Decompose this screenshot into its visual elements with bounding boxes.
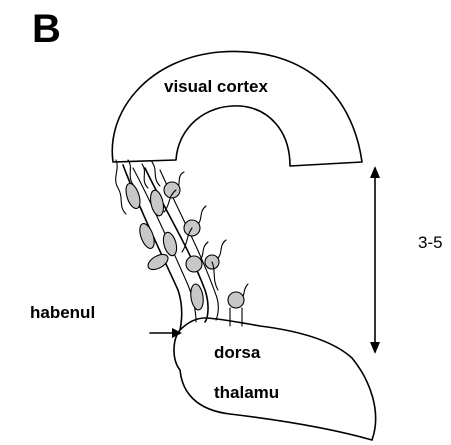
fiber-wavy <box>152 162 160 186</box>
migrating-cell <box>145 251 170 272</box>
dorsal-label: dorsa <box>214 343 261 362</box>
scale-label: 3-5 <box>418 233 443 252</box>
migrating-cell <box>137 222 157 251</box>
round-cell <box>186 256 202 272</box>
scale-bar-bottom-arrow <box>370 342 380 354</box>
habenula-label: habenul <box>30 303 95 322</box>
panel-label: B <box>32 7 61 51</box>
migrating-cell <box>123 182 142 210</box>
migrating-cell <box>189 283 205 310</box>
thalamus-outline <box>174 318 376 440</box>
visual-cortex-label: visual cortex <box>164 77 268 96</box>
scale-bar-top-arrow <box>370 166 380 178</box>
migrating-cell <box>161 231 179 257</box>
visual-cortex-arch <box>112 51 362 166</box>
migrating-cell <box>148 189 165 217</box>
round-cell <box>228 292 244 308</box>
thalamus-label: thalamu <box>214 383 279 402</box>
